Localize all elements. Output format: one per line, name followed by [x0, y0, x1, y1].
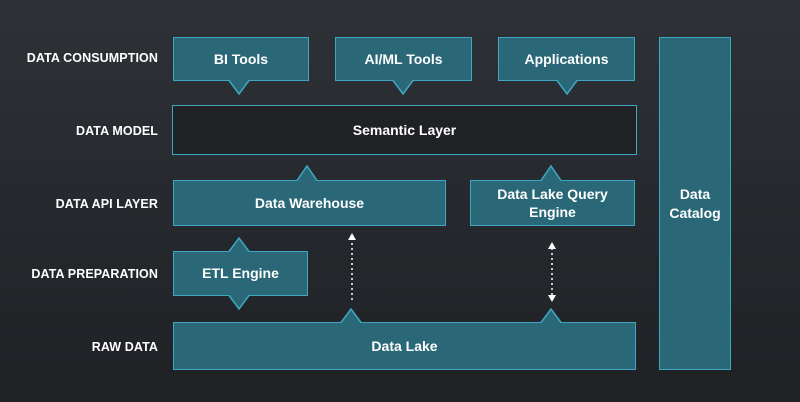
etl-top-pointer: [228, 236, 250, 252]
query-engine-pointer: [540, 164, 562, 181]
applications-box: Applications: [498, 37, 635, 81]
etl-bottom-pointer: [228, 295, 250, 311]
aiml-tools-box: AI/ML Tools: [335, 37, 472, 81]
applications-pointer: [556, 80, 578, 96]
etl-engine-label: ETL Engine: [202, 265, 279, 282]
row-label-data-model: DATA MODEL: [75, 124, 158, 138]
row-label-data-api-layer: DATA API LAYER: [55, 197, 158, 211]
semantic-layer-box: Semantic Layer: [172, 105, 637, 155]
data-warehouse-pointer: [296, 164, 318, 181]
bi-tools-label: BI Tools: [213, 50, 269, 67]
data-catalog-box: Data Catalog: [659, 37, 731, 370]
bi-tools-pointer: [228, 80, 250, 96]
lake-to-warehouse-dotted-arrow: [348, 233, 356, 300]
etl-engine-box: ETL Engine: [173, 251, 308, 296]
row-label-data-consumption: DATA CONSUMPTION: [26, 51, 158, 65]
aiml-tools-pointer: [392, 80, 414, 96]
applications-label: Applications: [524, 50, 609, 67]
row-label-data-preparation: DATA PREPARATION: [31, 267, 158, 281]
data-lake-query-engine-box: Data Lake Query Engine: [470, 180, 635, 226]
data-lake-right-pointer: [540, 307, 562, 323]
data-lake-label: Data Lake: [371, 337, 438, 354]
semantic-layer-label: Semantic Layer: [352, 121, 457, 138]
query-engine-lake-dotted-arrow: [548, 242, 556, 302]
data-warehouse-box: Data Warehouse: [173, 180, 446, 226]
data-catalog-label: Data Catalog: [669, 186, 721, 221]
data-lake-box: Data Lake: [173, 322, 636, 370]
data-lake-left-pointer: [340, 307, 362, 323]
data-lake-query-engine-label: Data Lake Query Engine: [497, 185, 608, 220]
bi-tools-box: BI Tools: [173, 37, 309, 81]
row-label-raw-data: RAW DATA: [91, 340, 158, 354]
data-warehouse-label: Data Warehouse: [254, 194, 365, 211]
aiml-tools-label: AI/ML Tools: [364, 50, 443, 67]
